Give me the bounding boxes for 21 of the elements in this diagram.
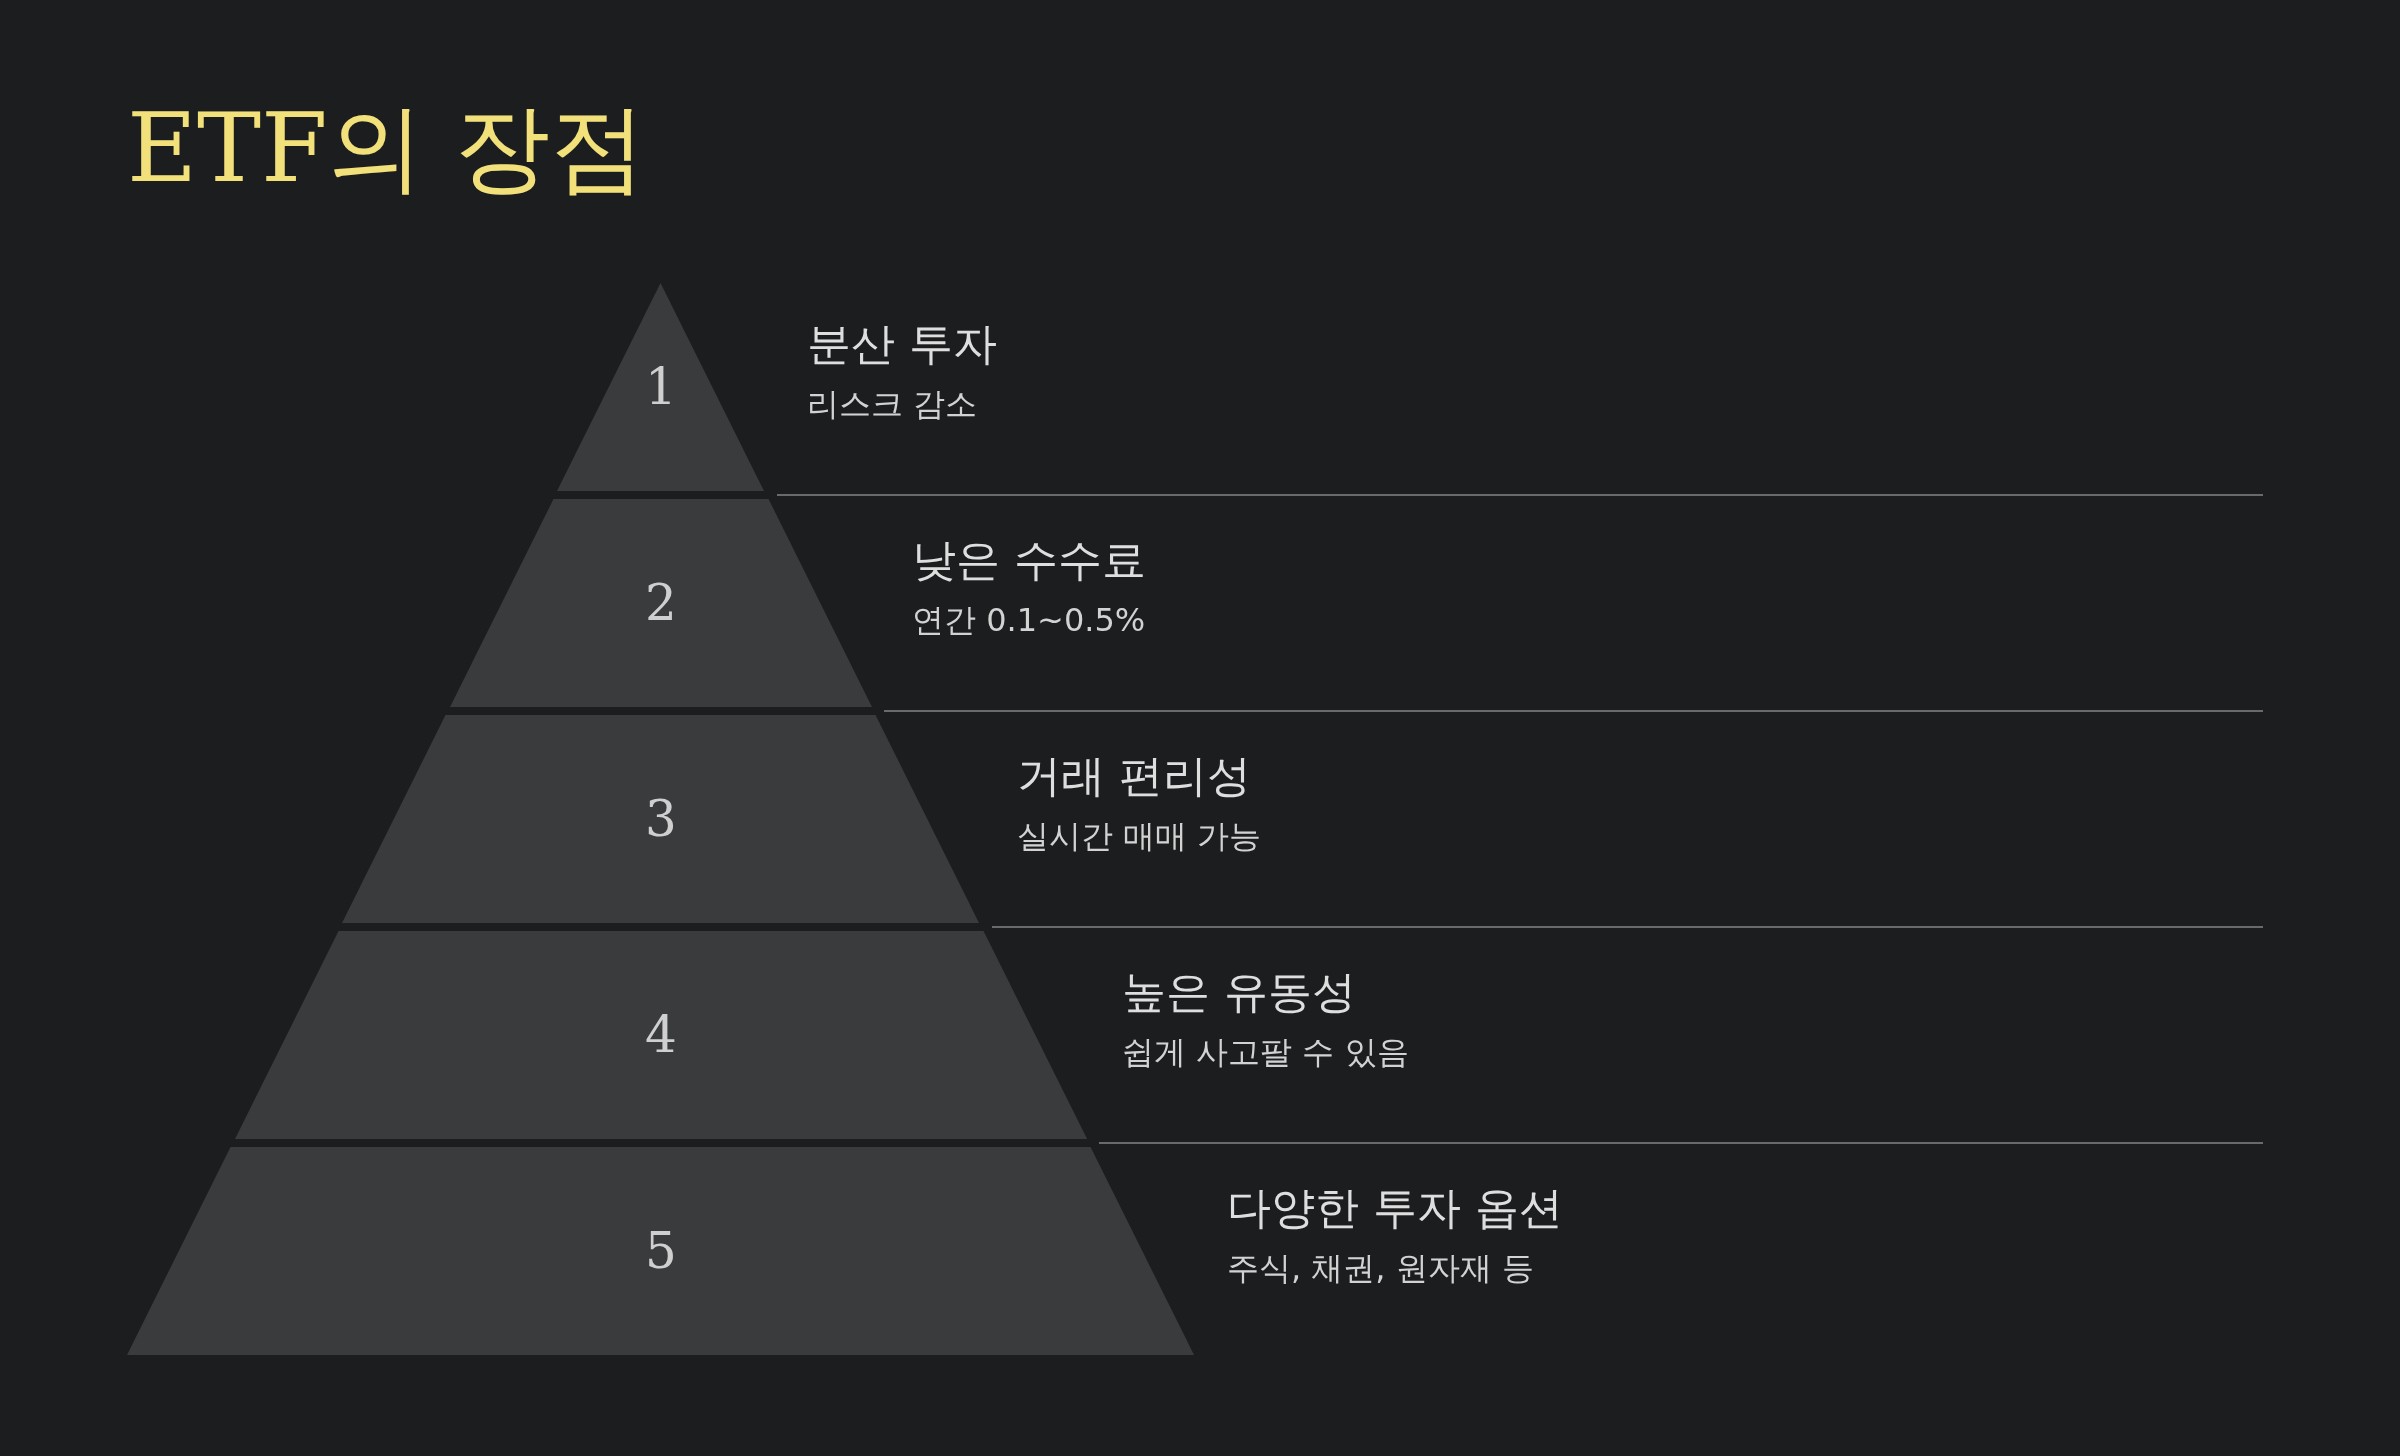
- tier-description: 리스크 감소: [807, 384, 978, 425]
- tier-description: 쉽게 사고팔 수 있음: [1122, 1032, 1409, 1073]
- tier-number: 1: [645, 358, 677, 416]
- tier-number: 3: [645, 790, 677, 848]
- tier-description: 주식, 채권, 원자재 등: [1227, 1248, 1534, 1289]
- pyramid-tier: [234, 931, 1087, 1139]
- pyramid-apex: [557, 283, 765, 491]
- tier-heading: 분산 투자: [807, 317, 997, 371]
- pyramid-tier: [127, 1147, 1195, 1355]
- slide-title: ETF의 장점: [127, 91, 647, 206]
- tier-number: 4: [645, 1006, 677, 1064]
- tier-heading: 다양한 투자 옵션: [1227, 1181, 1563, 1235]
- tier-heading: 낮은 수수료: [912, 533, 1146, 587]
- tier-number: 5: [645, 1222, 677, 1280]
- tier-heading: 거래 편리성: [1017, 749, 1251, 803]
- pyramid-tier: [449, 499, 872, 707]
- pyramid-tier: [342, 715, 980, 923]
- tier-description: 실시간 매매 가능: [1017, 816, 1262, 857]
- tier-heading: 높은 유동성: [1122, 965, 1356, 1019]
- tier-number: 2: [645, 574, 677, 632]
- tier-description: 연간 0.1~0.5%: [912, 600, 1146, 641]
